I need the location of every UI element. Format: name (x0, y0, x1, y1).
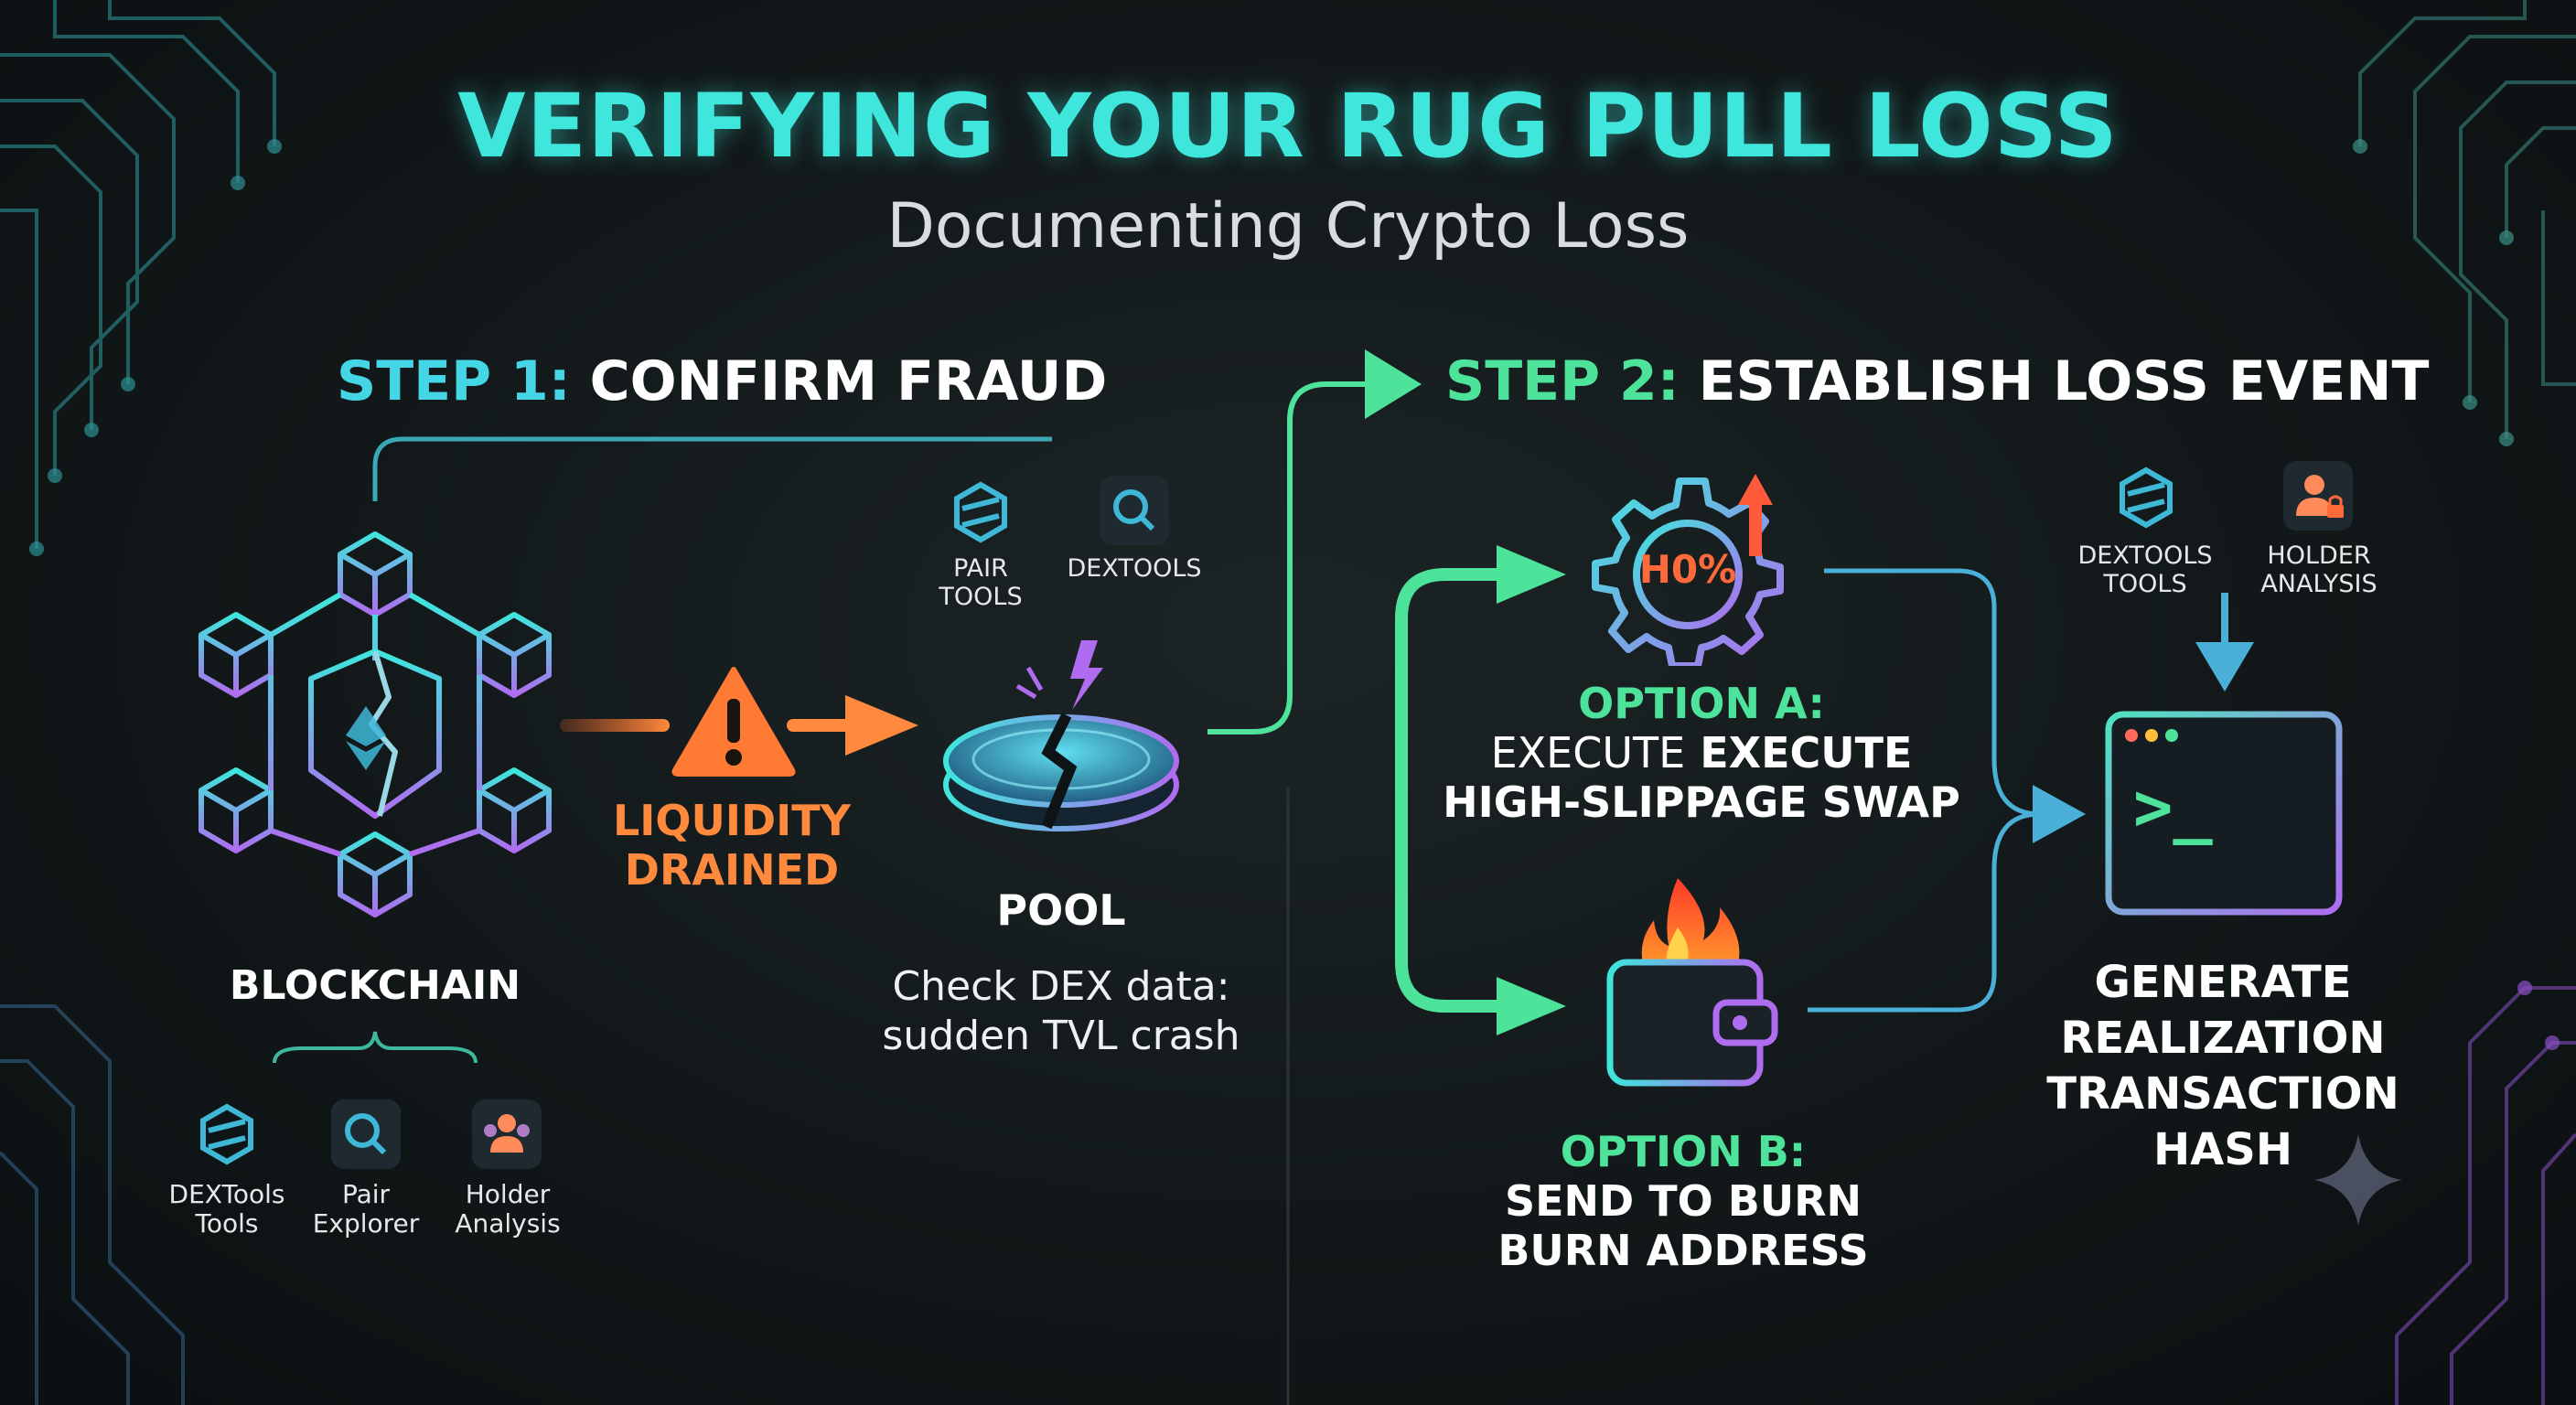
option-b-line2: BURN ADDRESS (1497, 1226, 1869, 1275)
burning-wallet-icon (1606, 878, 1778, 1087)
warning-icon (671, 667, 796, 777)
flame-icon (1641, 878, 1740, 970)
pool-description: Check DEX data: sudden TVL crash (823, 962, 1299, 1061)
broken-pool-icon (943, 640, 1179, 831)
tool-line2: Analysis (455, 1208, 561, 1239)
hexagon-logo-icon (954, 481, 1007, 543)
tool-line1: DEXTOOLS (2077, 542, 2213, 570)
blockchain-cubes-icon (199, 531, 552, 917)
hexagon-logo-icon (200, 1103, 253, 1165)
tool-line2: Explorer (312, 1208, 420, 1239)
tool-line1: Holder (465, 1179, 551, 1209)
pool-desc-line1: Check DEX data: (892, 963, 1230, 1010)
step2-heading: STEP 2: ESTABLISH LOSS EVENT (1445, 349, 2429, 413)
option-b-text: OPTION B: SEND TO BURN BURN ADDRESS (1445, 1127, 1921, 1275)
terminal-window-icon (2105, 711, 2343, 916)
page-subtitle: Documenting Crypto Loss (886, 190, 1690, 263)
tool-line2: ANALYSIS (2260, 570, 2377, 598)
pair-explorer-tile (331, 1099, 401, 1169)
warning-line2: DRAINED (624, 845, 840, 895)
option-a-heading: OPTION A: (1578, 679, 1825, 728)
pool-tool-line2: TOOLS (939, 583, 1023, 611)
step2-text: ESTABLISH LOSS EVENT (1698, 349, 2430, 413)
ethereum-icon (346, 706, 386, 770)
tool-line1: DEXTools (168, 1179, 285, 1209)
result-line: HASH (2152, 1124, 2293, 1175)
hexagon-logo-icon (2120, 467, 2173, 529)
step2-prefix: STEP 2: (1445, 349, 1680, 413)
tool-line2: TOOLS (2103, 570, 2187, 598)
tool-line2: Tools (195, 1208, 259, 1239)
search-icon (1113, 489, 1155, 531)
option-a-line2: HIGH-SLIPPAGE SWAP (1443, 778, 1960, 827)
lightning-icon (1070, 640, 1103, 710)
terminal-prompt: >_ (2133, 768, 2213, 845)
step1-prefix: STEP 1: (337, 349, 571, 413)
result-line: TRANSACTION (2046, 1068, 2399, 1120)
sparkle-icon (2314, 1134, 2402, 1226)
pool-tool-pair-tools: PAIR TOOLS (917, 554, 1045, 611)
option-a-line1-bold: EXECUTE (1700, 728, 1913, 778)
liquidity-drained-label: LIQUIDITY DRAINED (585, 796, 878, 895)
result-line: REALIZATION (2060, 1013, 2386, 1064)
step2-tool-dextools: DEXTOOLS TOOLS (2067, 542, 2223, 598)
pool-tool-dextools: DEXTOOLS (1067, 554, 1202, 583)
step1-text: CONFIRM FRAUD (589, 349, 1108, 413)
step2-tool-holder-analysis: HOLDER ANALYSIS (2241, 542, 2397, 598)
option-a-text: OPTION A: EXECUTE EXECUTE HIGH-SLIPPAGE … (1427, 679, 1976, 827)
people-icon (484, 1114, 530, 1153)
blockchain-tool-holder-analysis: Holder Analysis (439, 1180, 576, 1239)
page-title: VERIFYING YOUR RUG PULL LOSS (457, 75, 2119, 177)
pool-label: POOL (996, 885, 1126, 935)
option-a-line1-light: EXECUTE (1490, 728, 1686, 778)
holder-lock-icon (2296, 475, 2344, 518)
holder-analysis-tile (472, 1099, 542, 1169)
blockchain-label: BLOCKCHAIN (229, 962, 521, 1009)
option-b-line1: SEND TO BURN (1504, 1176, 1862, 1226)
step1-heading: STEP 1: CONFIRM FRAUD (337, 349, 1107, 413)
blockchain-tool-dextools: DEXTools Tools (154, 1180, 300, 1239)
tool-line1: Pair (341, 1179, 391, 1209)
option-b-heading: OPTION B: (1560, 1127, 1807, 1176)
flow-arrow-orange-left (560, 719, 670, 732)
pool-search-tile (1100, 476, 1169, 545)
pool-desc-line2: sudden TVL crash (882, 1013, 1240, 1059)
pool-tool-line1: PAIR (953, 554, 1008, 583)
warning-line1: LIQUIDITY (613, 796, 851, 845)
gear-icon (1592, 474, 1784, 666)
search-icon (345, 1113, 387, 1155)
gear-badge: H0% (1638, 547, 1737, 592)
tool-line1: HOLDER (2267, 542, 2371, 570)
step2-holder-tile (2283, 461, 2353, 531)
result-text: GENERATE REALIZATION TRANSACTION HASH (2003, 955, 2442, 1178)
blockchain-tool-pair-explorer: Pair Explorer (302, 1180, 430, 1239)
result-line: GENERATE (2094, 957, 2352, 1008)
flow-arrow-orange-head (845, 695, 918, 756)
